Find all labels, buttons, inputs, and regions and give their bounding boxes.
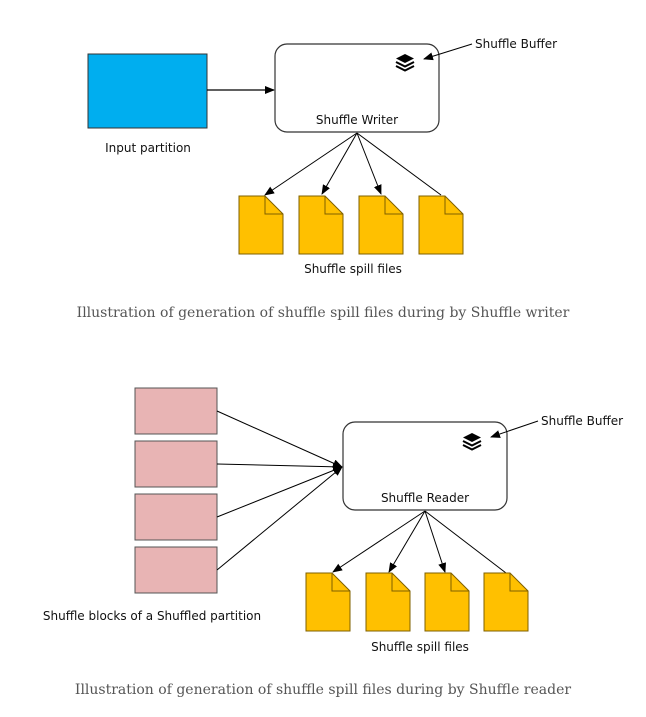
shuffle-writer-diagram: Input partition Shuffle Writer Shuffle B…: [87, 37, 557, 276]
figure-2-caption: Illustration of generation of shuffle sp…: [74, 682, 572, 698]
spill-file-3: [424, 572, 470, 632]
input-partition-label: Input partition: [105, 141, 191, 155]
blocks-to-reader-arrows: [216, 410, 343, 571]
input-partition-box: [87, 53, 208, 129]
spill-file-1: [238, 195, 284, 255]
shuffle-buffer-label: Shuffle Buffer: [541, 414, 623, 428]
shuffle-reader-label: Shuffle Reader: [381, 491, 469, 505]
shuffle-reader-box: [342, 421, 508, 511]
reader-to-files-arrows: [332, 510, 507, 574]
spill-file-2: [365, 572, 411, 632]
spill-file-2: [298, 195, 344, 255]
shuffle-block-3: [134, 493, 218, 541]
shuffle-block-2: [134, 440, 218, 488]
spill-file-4: [418, 195, 464, 255]
spill-file-4: [483, 572, 529, 632]
shuffle-block-4: [134, 546, 218, 594]
layers-icon: [395, 54, 415, 72]
writer-to-files-arrows: [264, 132, 442, 196]
shuffle-block-1: [134, 387, 218, 435]
buffer-callout-arrow: [490, 420, 539, 438]
spill-file-3: [358, 195, 404, 255]
shuffle-reader-diagram: Shuffle Reader Shuffle Buffer Shuffle bl…: [43, 387, 623, 654]
shuffle-buffer-label: Shuffle Buffer: [475, 37, 557, 51]
shuffle-writer-label: Shuffle Writer: [316, 113, 398, 127]
spill-file-1: [305, 572, 351, 632]
spill-files-label: Shuffle spill files: [371, 640, 469, 654]
layers-icon: [462, 433, 482, 451]
buffer-callout-arrow: [423, 43, 473, 61]
spill-files-label: Shuffle spill files: [304, 262, 402, 276]
shuffle-blocks-label: Shuffle blocks of a Shuffled partition: [43, 609, 261, 623]
figure-1-caption: Illustration of generation of shuffle sp…: [76, 305, 570, 321]
